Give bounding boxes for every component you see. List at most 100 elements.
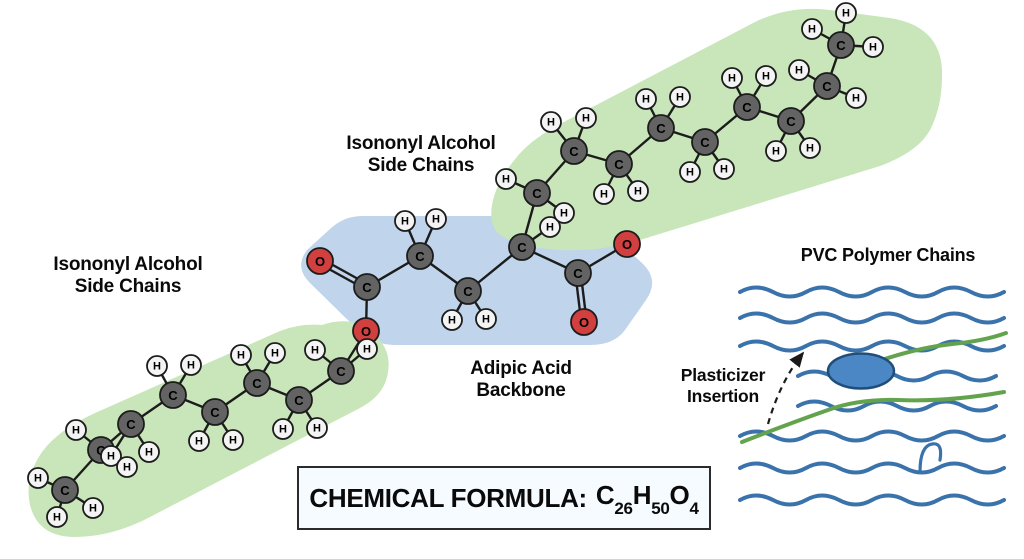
atom-H: H [721, 67, 743, 89]
atom-H: H [222, 429, 244, 451]
pvc-chain-line [796, 399, 998, 413]
formula-subscript: 4 [689, 498, 699, 518]
atom-H: H [82, 497, 104, 519]
label-isononyl-top: Isononyl Alcohol Side Chains [296, 133, 546, 178]
label-line: Isononyl Alcohol [53, 254, 203, 275]
atom-circle [788, 59, 810, 81]
atom-circle [285, 386, 313, 414]
atom-circle [51, 476, 79, 504]
plasticizer-molecule-ellipse [826, 352, 896, 390]
atom-circle [138, 441, 160, 463]
atom-circle [540, 111, 562, 133]
atom-H: H [306, 417, 328, 439]
atom-circle [188, 430, 210, 452]
label-line: Insertion [686, 385, 760, 406]
atom-H: H [475, 308, 497, 330]
atom-H: H [425, 208, 447, 230]
formula-value: C26H50O4 [595, 480, 699, 518]
atom-O: O [306, 247, 334, 275]
atom-C: C [564, 259, 592, 287]
atom-C: C [159, 381, 187, 409]
atom-C: C [813, 72, 841, 100]
atom-circle [82, 497, 104, 519]
atom-circle [777, 107, 805, 135]
pvc-chain-line [738, 285, 1006, 299]
atom-C: C [243, 369, 271, 397]
atom-C: C [777, 107, 805, 135]
atom-circle [560, 137, 588, 165]
atom-H: H [138, 441, 160, 463]
atom-circle [201, 398, 229, 426]
atom-circle [835, 2, 857, 24]
atom-C: C [647, 114, 675, 142]
atom-circle [679, 161, 701, 183]
atom-circle [495, 168, 517, 190]
atom-circle [539, 216, 561, 238]
atom-circle [721, 67, 743, 89]
atom-H: H [575, 107, 597, 129]
atom-circle [243, 369, 271, 397]
atom-O: O [613, 230, 641, 258]
label-pvc-title: PVC Polymer Chains [763, 245, 1013, 266]
atom-H: H [116, 456, 138, 478]
atom-circle [306, 417, 328, 439]
atom-H: H [230, 344, 252, 366]
pvc-chain-line [738, 311, 1006, 325]
atom-circle [65, 419, 87, 441]
atom-circle [306, 247, 334, 275]
atom-circle [406, 242, 434, 270]
atom-circle [593, 183, 615, 205]
atom-H: H [679, 161, 701, 183]
atom-circle [713, 158, 735, 180]
atom-H: H [540, 111, 562, 133]
atom-circle [635, 88, 657, 110]
atom-circle [647, 114, 675, 142]
label-adipic-backbone: Adipic Acid Backbone [410, 358, 632, 403]
isononyl-region-bottom [28, 321, 389, 537]
atom-circle [304, 339, 326, 361]
atom-circle [845, 87, 867, 109]
pvc-polymer-illustration [738, 285, 1008, 507]
label-line: Side Chains [74, 276, 182, 298]
atom-H: H [46, 506, 68, 528]
atom-circle [523, 179, 551, 207]
atom-C: C [523, 179, 551, 207]
atom-H: H [264, 342, 286, 364]
atom-H: H [713, 158, 735, 180]
atom-H: H [27, 467, 49, 489]
atom-circle [146, 355, 168, 377]
atom-circle [46, 506, 68, 528]
formula-subscript: 26 [614, 498, 633, 518]
atom-circle [564, 259, 592, 287]
pvc-chain-line [738, 429, 1006, 443]
atom-H: H [835, 2, 857, 24]
atom-C: C [353, 273, 381, 301]
atom-circle [755, 65, 777, 87]
formula-subscript: 50 [651, 498, 670, 518]
atom-circle [327, 357, 355, 385]
formula-element: H [632, 480, 652, 511]
atom-H: H [65, 419, 87, 441]
atom-H: H [845, 87, 867, 109]
atom-O: O [570, 308, 598, 336]
atom-C: C [605, 150, 633, 178]
label-plasticizer-insertion: Plasticizer Insertion [650, 365, 796, 406]
atom-circle [180, 354, 202, 376]
atom-H: H [146, 355, 168, 377]
atom-circle [862, 36, 884, 58]
pvc-chain-line [738, 461, 1006, 475]
label-line: Adipic Acid [470, 358, 572, 379]
atom-C: C [51, 476, 79, 504]
atom-circle [353, 273, 381, 301]
formula-element: O [669, 480, 690, 511]
label-isononyl-left: Isononyl Alcohol Side Chains [10, 254, 246, 299]
plasticizer-chain-line [740, 390, 1006, 444]
atom-circle [159, 381, 187, 409]
pvc-chain-line [738, 493, 1006, 507]
atom-circle [454, 277, 482, 305]
formula-element: C [595, 480, 615, 511]
label-line: PVC Polymer Chains [800, 245, 976, 265]
atom-C: C [201, 398, 229, 426]
atom-H: H [788, 59, 810, 81]
